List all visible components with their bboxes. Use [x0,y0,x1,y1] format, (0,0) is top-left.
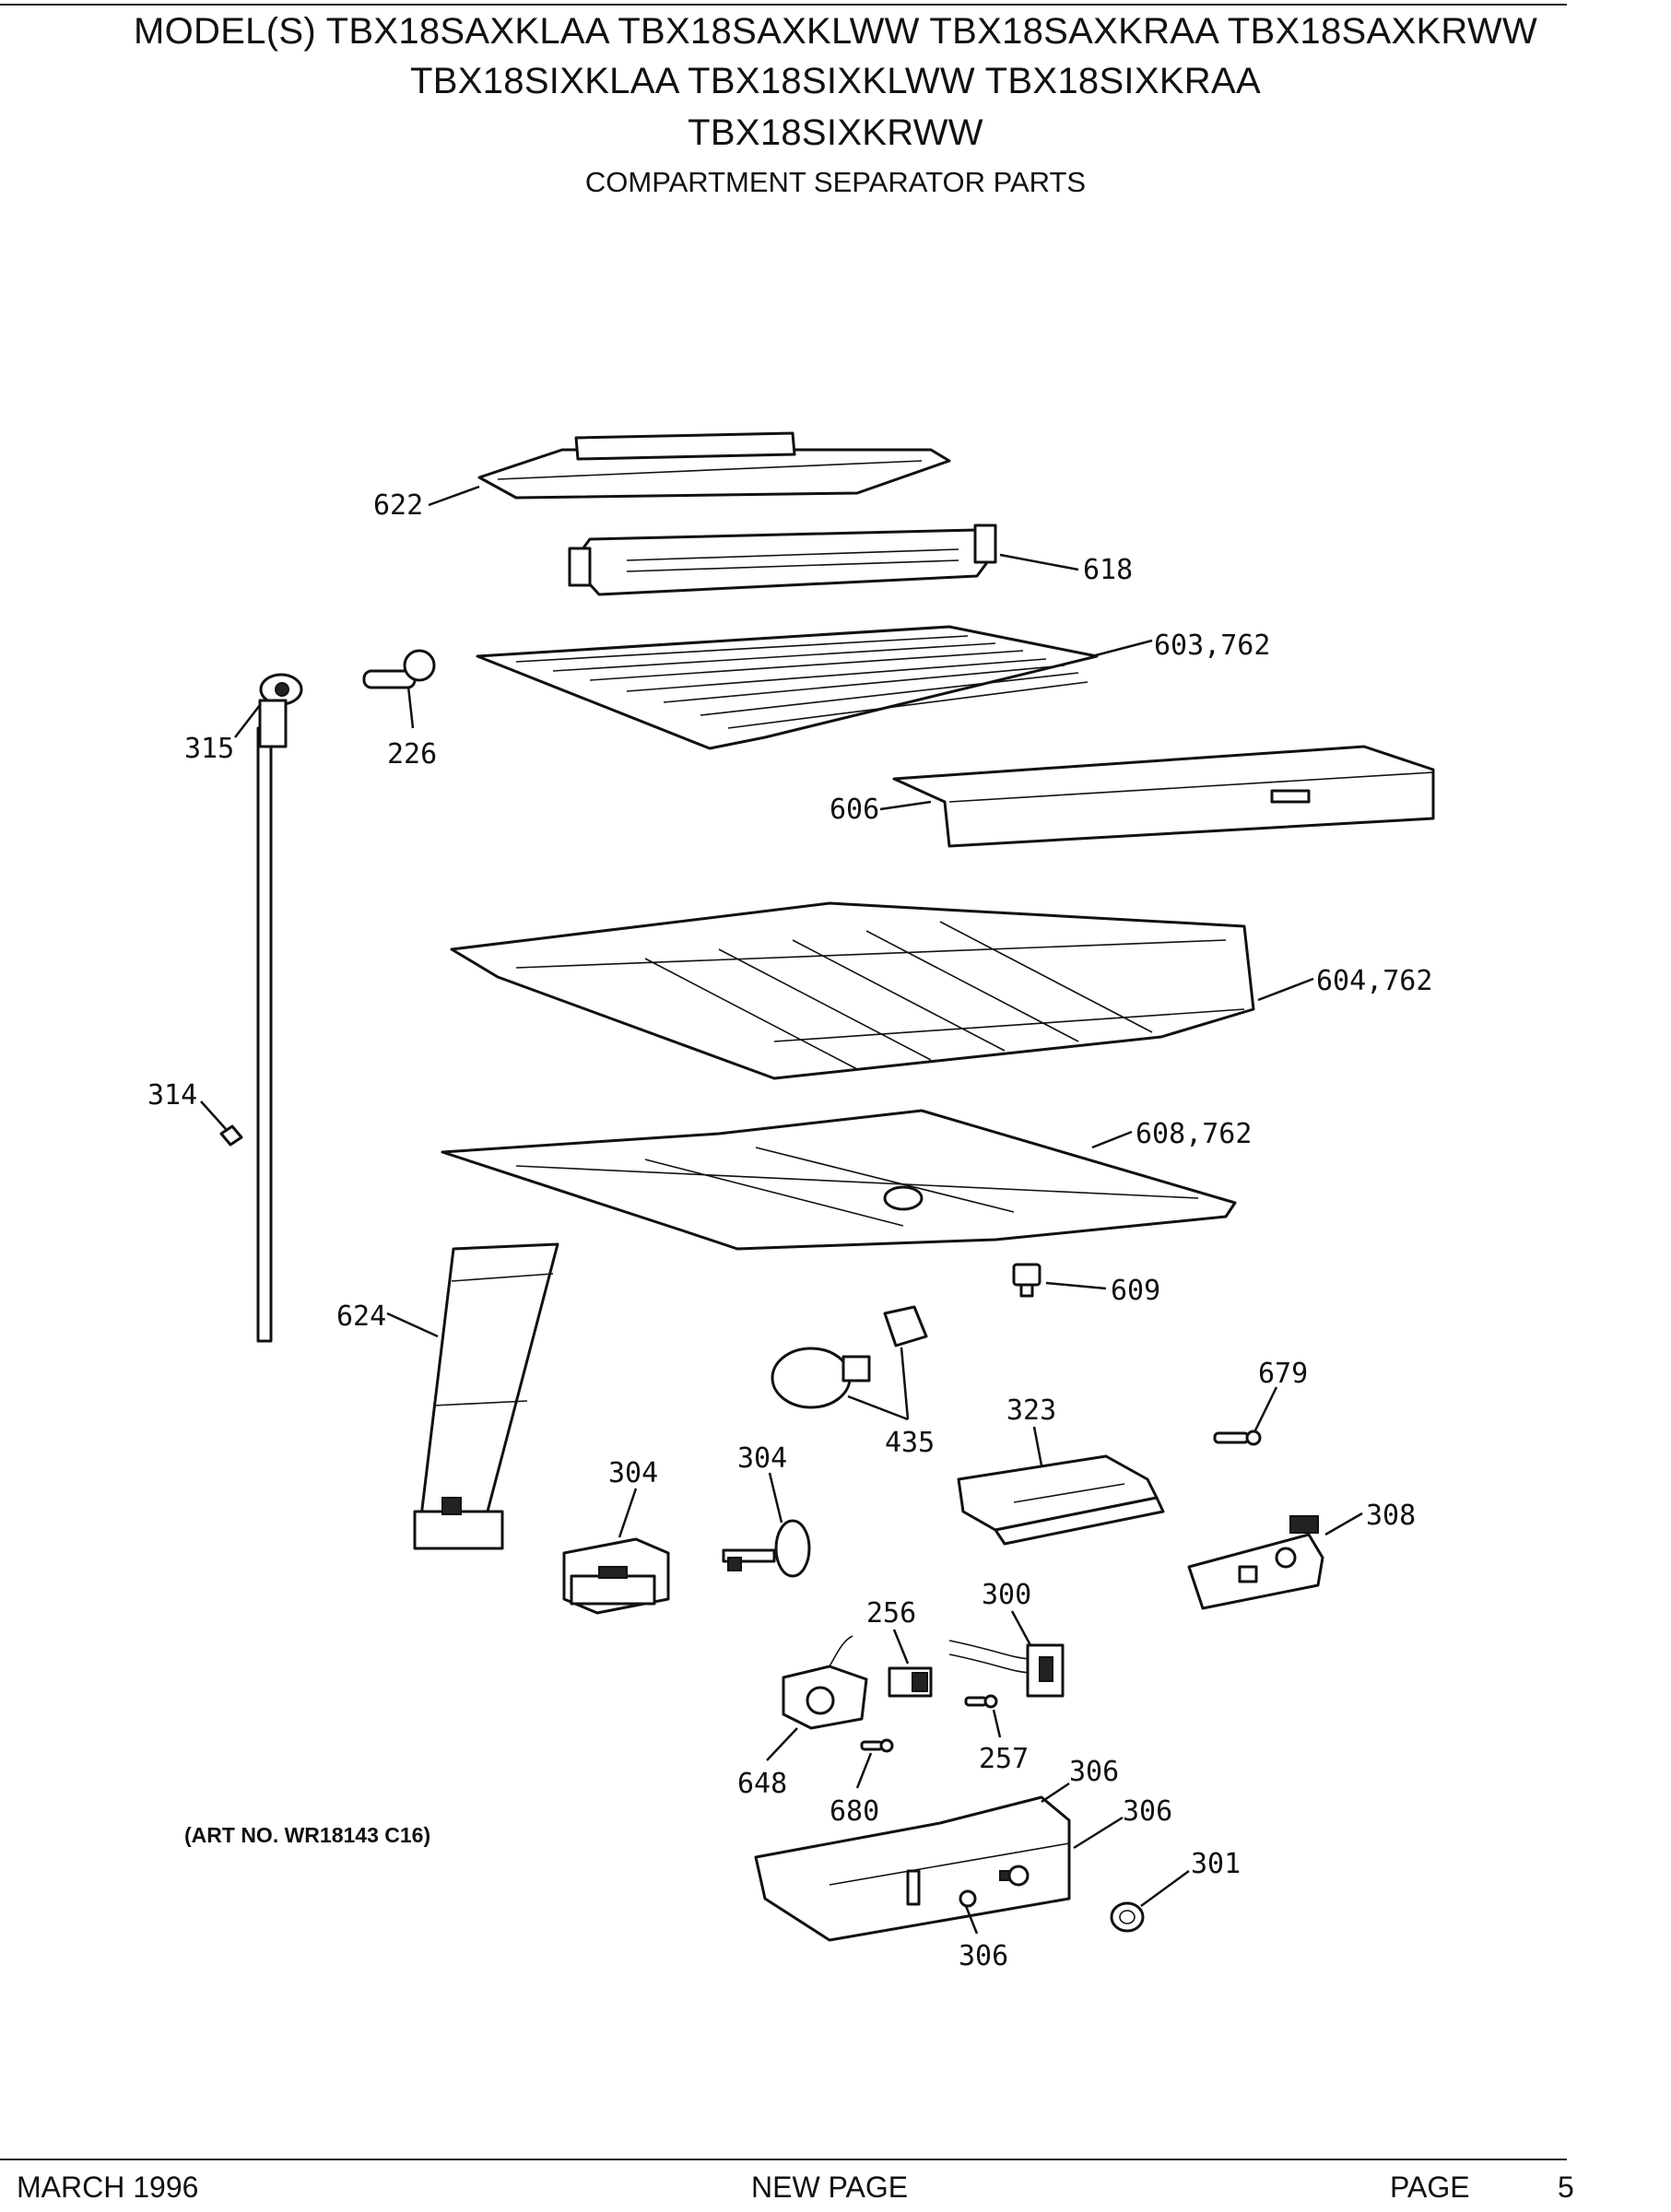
leader-604 [1257,977,1314,1002]
leader-608 [1091,1130,1133,1149]
callout-226: 226 [387,738,437,771]
leader-300 [1010,1610,1032,1646]
callout-604: 604,762 [1316,965,1432,997]
part-315-rod [256,673,303,1343]
callout-315: 315 [184,733,234,765]
callout-323: 323 [1006,1394,1056,1427]
callout-622: 622 [373,489,423,522]
section-title: COMPARTMENT SEPARATOR PARTS [584,166,1087,198]
part-226-pin [362,649,436,689]
leader-256 [892,1629,910,1665]
callout-301: 301 [1191,1848,1241,1880]
callout-606: 606 [830,794,879,826]
leader-624 [386,1312,439,1338]
leader-618 [999,553,1079,571]
callout-306c: 306 [959,1940,1008,1972]
leader-609 [1045,1281,1107,1290]
part-680-screw [860,1738,894,1753]
part-603-shelf [476,625,1099,750]
leader-603 [1091,639,1153,658]
leader-257 [992,1709,1002,1738]
callout-304b: 304 [737,1442,787,1475]
callout-679: 679 [1258,1358,1308,1390]
models-line-1: MODEL(S) TBX18SAXKLAA TBX18SAXKLWW TBX18… [133,11,1538,52]
footer-date: MARCH 1996 [17,2171,199,2204]
leader-306a [1041,1782,1070,1804]
leader-606 [879,800,932,811]
leader-308 [1324,1512,1363,1536]
leader-226 [406,686,415,729]
top-rule [0,4,1567,6]
footer-page-label: PAGE [1390,2171,1470,2204]
callout-257: 257 [979,1743,1029,1775]
callout-314: 314 [147,1079,197,1112]
leader-323 [1032,1426,1043,1466]
part-618-bracket [568,524,997,596]
callout-306b: 306 [1123,1795,1172,1828]
callout-648: 648 [737,1768,787,1800]
part-622-cover [477,431,951,500]
callout-300: 300 [982,1579,1031,1611]
leader-301 [1140,1869,1190,1908]
leader-314 [200,1100,227,1130]
art-number: (ART NO. WR18143 C16) [184,1823,431,1847]
leader-315 [234,704,261,738]
callout-680: 680 [830,1795,879,1828]
part-435-bulb [771,1305,928,1409]
footer-center: NEW PAGE [751,2171,909,2204]
footer-page-number: 5 [1558,2171,1574,2204]
leader-306b [1073,1816,1124,1850]
callout-609: 609 [1111,1275,1160,1307]
leader-622 [428,485,480,507]
part-648-motor [782,1635,868,1730]
callout-618: 618 [1083,554,1133,586]
part-604-tray [450,901,1255,1080]
callout-308: 308 [1366,1500,1416,1532]
callout-256: 256 [866,1597,916,1630]
part-306-housing [754,1795,1071,1942]
part-304-block [562,1537,670,1615]
leader-304b [768,1472,783,1524]
leader-648 [766,1727,798,1761]
part-624-duct [413,1242,559,1550]
leader-680 [855,1752,873,1789]
callout-304a: 304 [608,1457,658,1489]
bottom-rule [0,2159,1567,2160]
callout-608: 608,762 [1136,1118,1252,1150]
part-609-clip [1012,1263,1041,1298]
callout-624: 624 [336,1300,386,1333]
part-301-knob [1110,1901,1145,1933]
leader-435a [847,1394,909,1421]
leader-679 [1253,1386,1278,1431]
leader-435b [900,1347,910,1420]
part-323-housing [957,1454,1165,1546]
callout-603: 603,762 [1154,629,1270,662]
part-256-switch [888,1666,933,1698]
part-308-plate [1187,1515,1324,1610]
part-679-screw [1213,1430,1262,1446]
part-314-clip [219,1124,243,1147]
leader-304a [618,1488,638,1538]
callout-306a: 306 [1069,1756,1119,1788]
part-304-knob [722,1519,811,1578]
models-line-3: TBX18SIXKRWW [688,112,983,153]
part-608-cover [441,1109,1237,1251]
leader-306c [964,1905,979,1935]
part-300-thermostat [948,1640,1065,1698]
models-line-2: TBX18SIXKLAA TBX18SIXKLWW TBX18SIXKRAA [410,61,1261,101]
callout-435: 435 [885,1427,935,1459]
part-606-front [892,745,1435,848]
part-257-screw [964,1694,998,1709]
